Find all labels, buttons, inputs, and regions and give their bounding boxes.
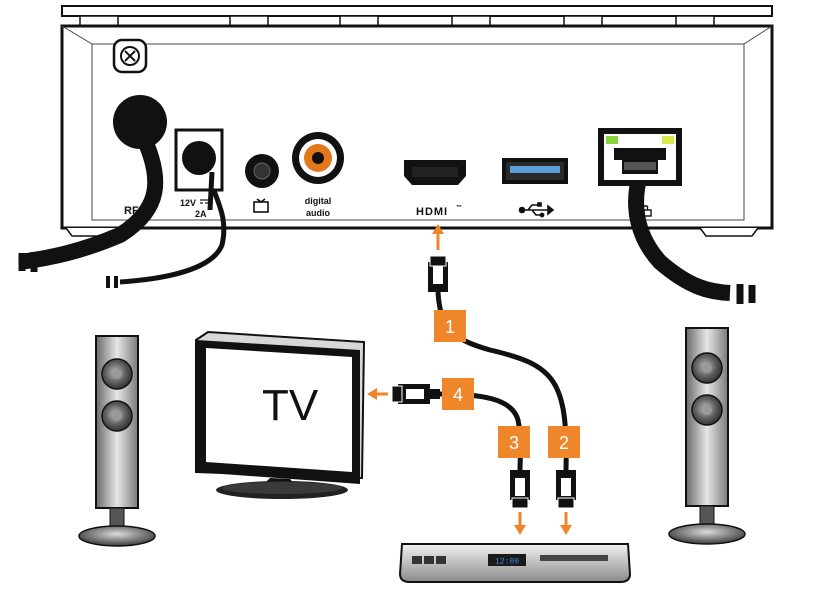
ethernet-port	[598, 128, 756, 304]
receiver-box: 12:00	[398, 543, 632, 583]
arrow-left-icon	[367, 388, 388, 400]
svg-text:1: 1	[445, 317, 455, 337]
svg-text:2: 2	[559, 433, 569, 453]
power-label-voltage: 12V	[180, 198, 196, 208]
arrow-down-icon-2	[560, 512, 572, 535]
right-speaker	[668, 327, 746, 545]
ethernet-icon	[629, 195, 652, 217]
green-led	[606, 136, 618, 144]
digital-audio-port	[292, 132, 344, 184]
hdmi-connector-2	[556, 470, 576, 509]
step-badge-2: 2	[548, 426, 580, 458]
arrow-down-icon-3	[514, 512, 526, 535]
screw-icon	[112, 38, 148, 74]
left-speaker	[78, 335, 156, 547]
set-top-box	[60, 5, 774, 237]
dc-symbol-icon	[200, 199, 212, 204]
rf-port	[18, 95, 167, 272]
tv-icon	[253, 198, 269, 213]
svg-text:3: 3	[509, 433, 519, 453]
receiver-display: 12:00	[495, 558, 519, 567]
step-badge-4: 4	[442, 378, 474, 410]
hdmi-connector-3	[510, 470, 530, 509]
hdmi-connector-tv	[391, 384, 440, 404]
rf-label: RF	[124, 205, 139, 217]
step-badge-3: 3	[498, 426, 530, 458]
av-port	[245, 154, 279, 188]
tv-label: TV	[262, 381, 319, 430]
hdmi-trademark: ™	[456, 204, 462, 211]
step-badge-1: 1	[434, 310, 466, 342]
usb-port	[502, 158, 568, 184]
power-label-current: 2A	[195, 209, 207, 219]
hdmi-port	[404, 160, 466, 185]
hdmi-label: HDMI	[416, 206, 448, 218]
tv: TV	[195, 330, 366, 499]
yellow-led	[662, 136, 674, 144]
arrow-up-icon	[432, 224, 444, 250]
arrows	[367, 224, 572, 535]
hdmi-connector-top	[428, 255, 448, 292]
usb-icon	[518, 202, 555, 218]
digital-audio-label-2: audio	[306, 208, 331, 218]
power-port	[106, 128, 227, 288]
digital-audio-label-1: digital	[305, 196, 332, 206]
svg-text:4: 4	[453, 385, 463, 405]
